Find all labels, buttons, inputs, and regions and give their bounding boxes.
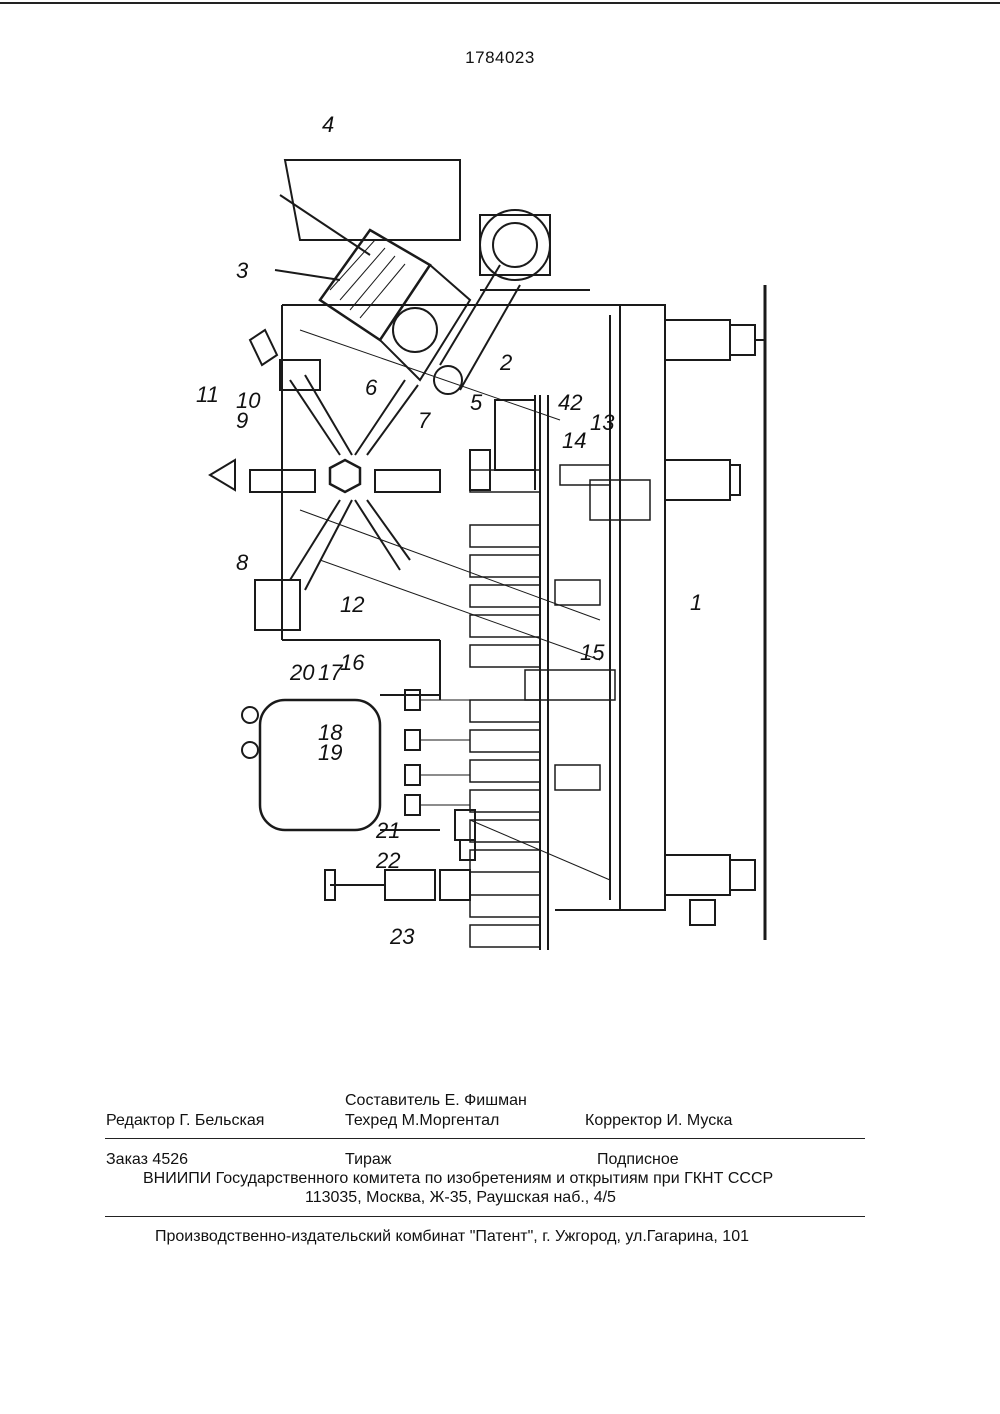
label-2: 2 xyxy=(499,350,512,375)
label-16: 16 xyxy=(340,650,365,675)
corrector-line: Корректор И. Муска xyxy=(585,1112,732,1130)
publisher-line: Производственно-издательский комбинат "П… xyxy=(155,1228,749,1246)
label-23: 23 xyxy=(389,924,415,949)
label-6: 6 xyxy=(365,375,378,400)
filling-tank xyxy=(242,690,470,830)
imprint-rule-bottom xyxy=(105,1216,865,1217)
editor-line: Редактор Г. Бельская xyxy=(106,1112,264,1130)
compiler-line: Составитель Е. Фишман xyxy=(345,1092,527,1110)
label-20: 20 xyxy=(289,660,315,685)
label-8: 8 xyxy=(236,550,249,575)
support-legs xyxy=(665,320,765,925)
label-13: 13 xyxy=(590,410,615,435)
label-15: 15 xyxy=(580,640,605,665)
label-17: 17 xyxy=(318,660,343,685)
label-10: 10 xyxy=(236,388,261,413)
label-3: 3 xyxy=(236,258,249,283)
reference-labels: 1 2 3 4 5 6 7 8 9 10 11 12 13 14 15 16 1… xyxy=(196,112,702,949)
label-11: 11 xyxy=(196,382,219,407)
order-line: Заказ 4526 xyxy=(106,1151,188,1169)
label-42: 42 xyxy=(558,390,582,415)
label-14: 14 xyxy=(562,428,586,453)
label-22: 22 xyxy=(375,848,400,873)
label-12: 12 xyxy=(340,592,364,617)
label-21: 21 xyxy=(375,818,400,843)
label-1: 1 xyxy=(690,590,702,615)
container-row xyxy=(470,470,540,947)
magazine-hopper xyxy=(275,160,470,380)
institution-line: ВНИИПИ Государственного комитета по изоб… xyxy=(143,1170,773,1188)
label-19: 19 xyxy=(318,740,342,765)
label-7: 7 xyxy=(418,408,431,433)
rotary-turret xyxy=(210,330,440,630)
label-4: 4 xyxy=(322,112,334,137)
label-5: 5 xyxy=(470,390,483,415)
lift-cylinders xyxy=(525,465,650,790)
imprint-rule-top xyxy=(105,1138,865,1139)
address-line: 113035, Москва, Ж-35, Раушская наб., 4/5 xyxy=(305,1189,616,1207)
conveyor-rail xyxy=(540,395,548,950)
subscription-line: Подписное xyxy=(597,1151,679,1169)
techred-line: Техред М.Моргентал xyxy=(345,1112,499,1130)
circulation-line: Тираж xyxy=(345,1151,392,1169)
